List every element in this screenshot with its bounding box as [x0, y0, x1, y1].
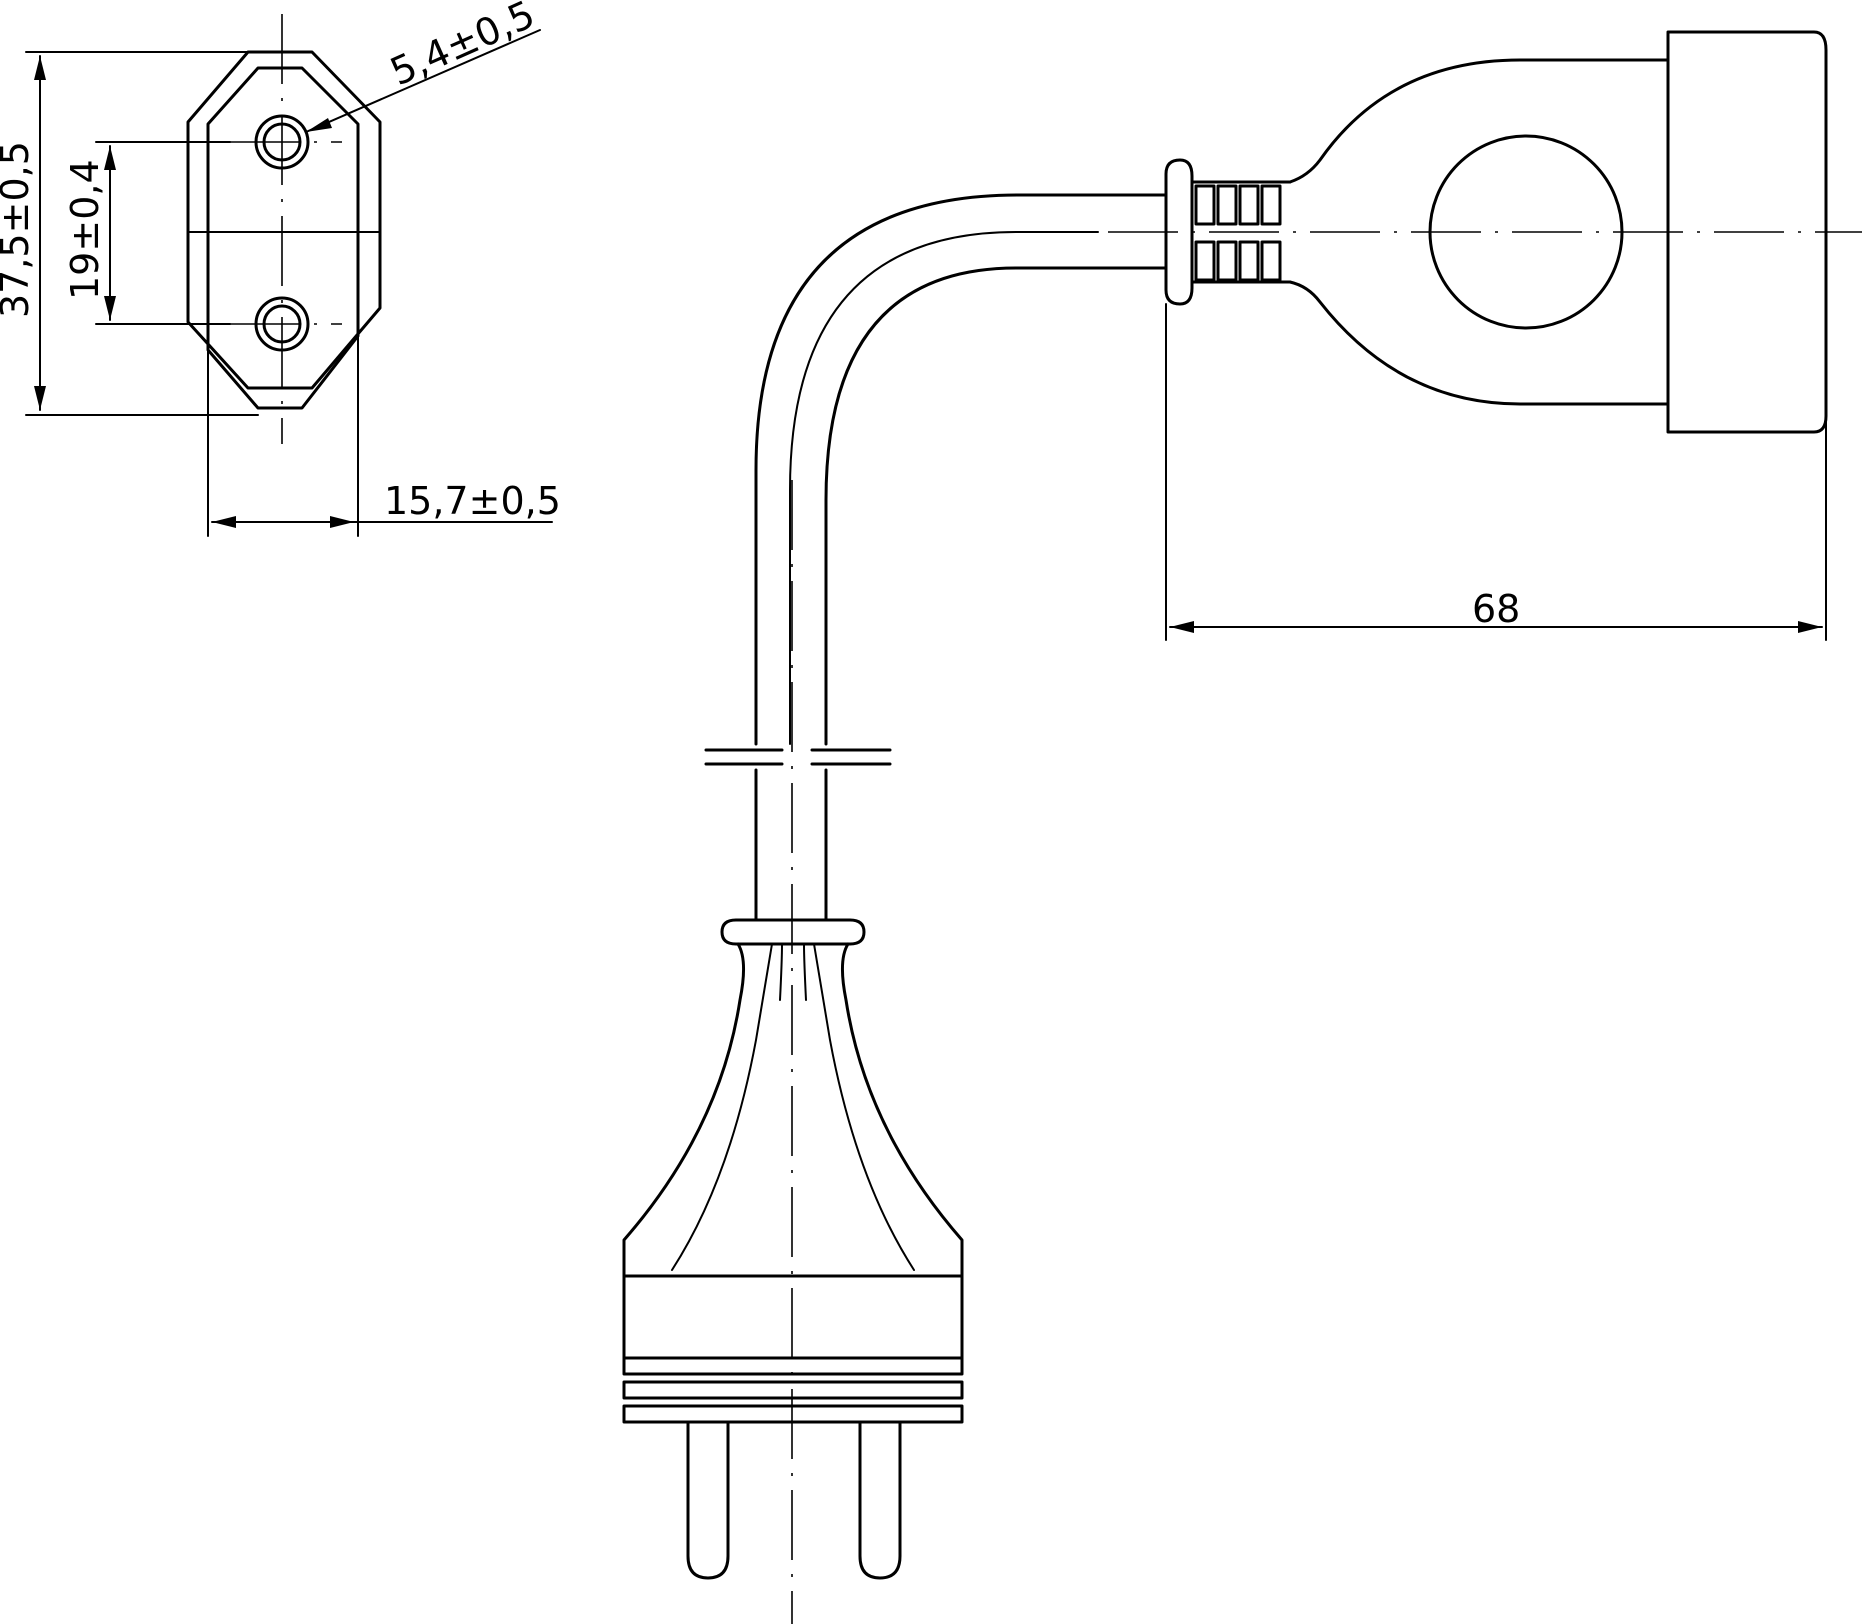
pin-spacing-label: 19±0,4	[63, 159, 107, 300]
plug-body-outer-right	[841, 942, 964, 1278]
plug-face-inner-outline	[206, 66, 360, 410]
plug-base-block	[622, 1274, 964, 1360]
plug-pin-left	[686, 1420, 730, 1580]
connector-length-arrow-left	[1170, 621, 1194, 633]
grip-rib-bottom-1	[1194, 240, 1216, 282]
cable-inner-sheath-line	[789, 231, 1099, 745]
plug-base-ring-2	[622, 1380, 964, 1400]
cable-outer-line-upper	[754, 193, 1168, 746]
plug-base-ring-3	[622, 1404, 964, 1424]
plug-base-ring-1	[622, 1356, 964, 1376]
plug-body-outer-left	[622, 942, 745, 1278]
grip-rib-top-3	[1238, 184, 1260, 226]
plug-body-inner-right	[813, 943, 915, 1271]
connector-length-arrow-right	[1798, 621, 1822, 633]
face-width-arrow-left	[212, 516, 236, 528]
plug-face-view: 5,4±0,5 37,5±0,5 19±0,4 15,7±0,5	[0, 0, 561, 537]
plug-body-core-left	[779, 943, 783, 1001]
pin-top-inner	[262, 122, 302, 162]
plug-body-inner-left	[671, 943, 773, 1271]
socket-connector-side-view: 68	[1164, 30, 1828, 641]
pin-spacing-arrow-top	[104, 146, 116, 170]
grip-rib-bottom-2	[1216, 240, 1238, 282]
socket-opening-circle	[1428, 134, 1624, 330]
grip-rib-bottom-4	[1260, 240, 1282, 282]
pin-diameter-label: 5,4±0,5	[384, 0, 541, 94]
plug-side-view	[622, 918, 964, 1580]
pin-bottom-outer	[254, 296, 310, 352]
face-height-arrow-top	[34, 56, 46, 80]
grip-rib-top-1	[1194, 184, 1216, 226]
connector-body-lower-curve	[1288, 280, 1670, 406]
pin-top-outer	[254, 114, 310, 170]
grip-rib-bottom-3	[1238, 240, 1260, 282]
plug-face-outer-outline	[186, 50, 382, 390]
face-height-arrow-bottom	[34, 386, 46, 410]
connector-body-upper-curve	[1288, 58, 1670, 184]
cable	[704, 193, 1862, 1624]
pin-spacing-arrow-bottom	[104, 296, 116, 320]
face-width-label: 15,7±0,5	[384, 479, 561, 523]
pin-diameter-arrow	[306, 118, 332, 132]
face-width-arrow-right	[330, 516, 354, 528]
plug-pin-right	[858, 1420, 902, 1580]
grip-rib-top-4	[1260, 184, 1282, 226]
strain-relief-collar	[1164, 158, 1194, 306]
pin-bottom-inner	[262, 304, 302, 344]
plug-body-core-right	[803, 943, 807, 1001]
face-height-label: 37,5±0,5	[0, 141, 37, 318]
pin-diameter-leader	[305, 29, 541, 133]
cable-inner-line-upper	[824, 266, 1168, 746]
plug-collar	[720, 918, 866, 946]
connector-length-label: 68	[1472, 587, 1520, 631]
grip-rib-top-2	[1216, 184, 1238, 226]
grip-segment-outline	[1190, 180, 1292, 284]
